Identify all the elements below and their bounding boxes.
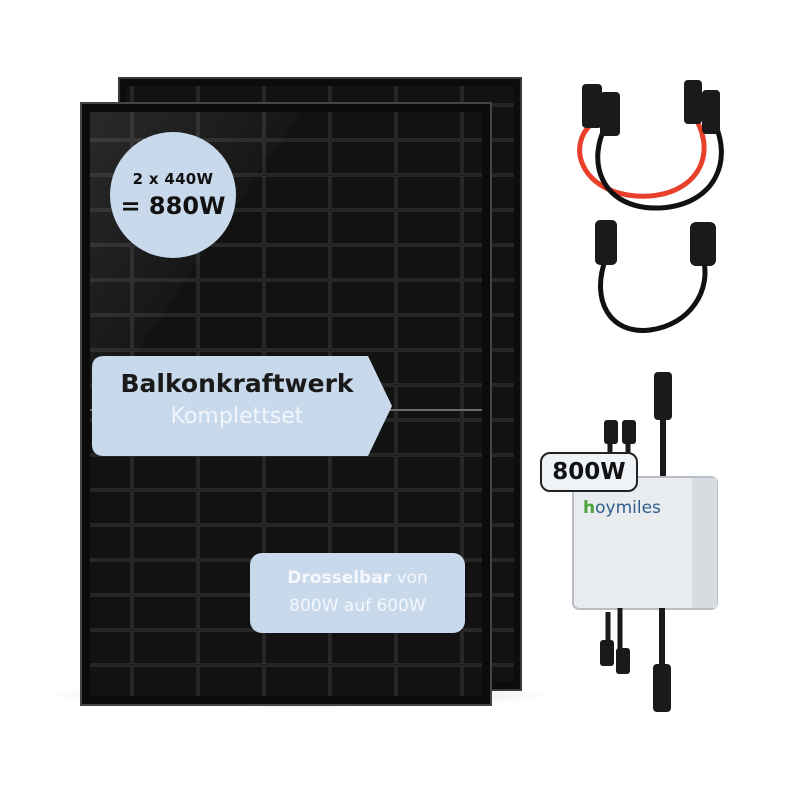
product-subtitle: Komplettset xyxy=(170,404,304,429)
throttle-keyword: Drosselbar xyxy=(287,568,392,588)
brand-logo-text: oymiles xyxy=(595,498,661,518)
total-power-label: = 880W xyxy=(120,192,226,220)
panel-power-badge: 2 x 440W = 880W xyxy=(110,132,236,258)
brand-logo-mark: h xyxy=(583,498,596,518)
inverter-power-badge: 800W xyxy=(540,452,638,492)
throttle-from: von xyxy=(391,568,428,588)
title-callout: Balkonkraftwerk Komplettset xyxy=(92,355,392,457)
brand-logo: hoymiles xyxy=(583,498,683,518)
product-title: Balkonkraftwerk xyxy=(120,369,354,398)
dc-extension-cable-icon xyxy=(577,80,724,211)
microinverter-icon xyxy=(572,372,718,712)
title-callout-shape xyxy=(92,356,392,456)
panel-count-label: 2 x 440W xyxy=(132,170,214,188)
throttle-range: 800W auf 600W xyxy=(289,596,426,616)
ac-schuko-cable-icon xyxy=(595,220,716,333)
throttle-note: Drosselbar von 800W auf 600W xyxy=(250,553,465,633)
